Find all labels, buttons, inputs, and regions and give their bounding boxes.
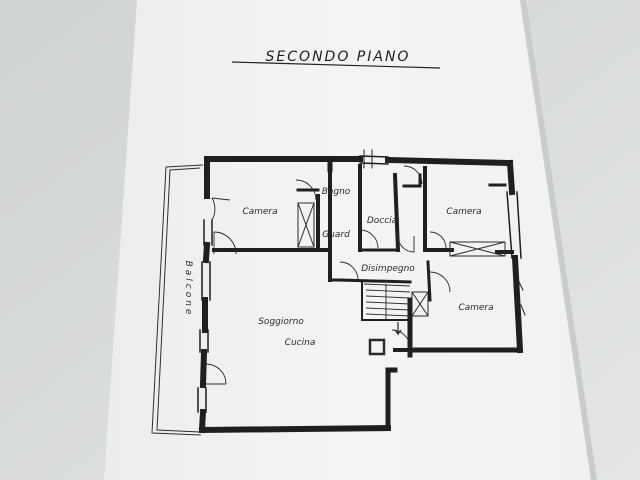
room-label-balcone: Balcone xyxy=(183,261,193,318)
room-label-camera-right-bottom: Camera xyxy=(458,303,493,313)
balcony-railing xyxy=(151,164,204,436)
room-label-bagno: Bagno xyxy=(322,187,351,197)
room-label-cucina: Cucina xyxy=(285,338,316,348)
floor-plan-walls xyxy=(197,149,526,434)
room-label-guard: Guard xyxy=(322,230,350,240)
paper-sheet xyxy=(104,0,591,480)
title-underline xyxy=(231,61,441,69)
room-label-camera-right-top: Camera xyxy=(446,207,481,217)
room-label-disimpegno: Disimpegno xyxy=(361,264,415,274)
plan-title: SECONDO PIANO xyxy=(266,49,411,65)
room-label-soggiorno: Soggiorno xyxy=(258,317,304,327)
door-swings xyxy=(205,165,451,385)
stairs xyxy=(363,283,411,356)
paper-edge-shadow xyxy=(520,0,597,480)
room-label-camera-left: Camera xyxy=(242,207,277,217)
room-label-doccia: Doccia xyxy=(367,216,397,226)
wardrobes xyxy=(297,202,506,317)
